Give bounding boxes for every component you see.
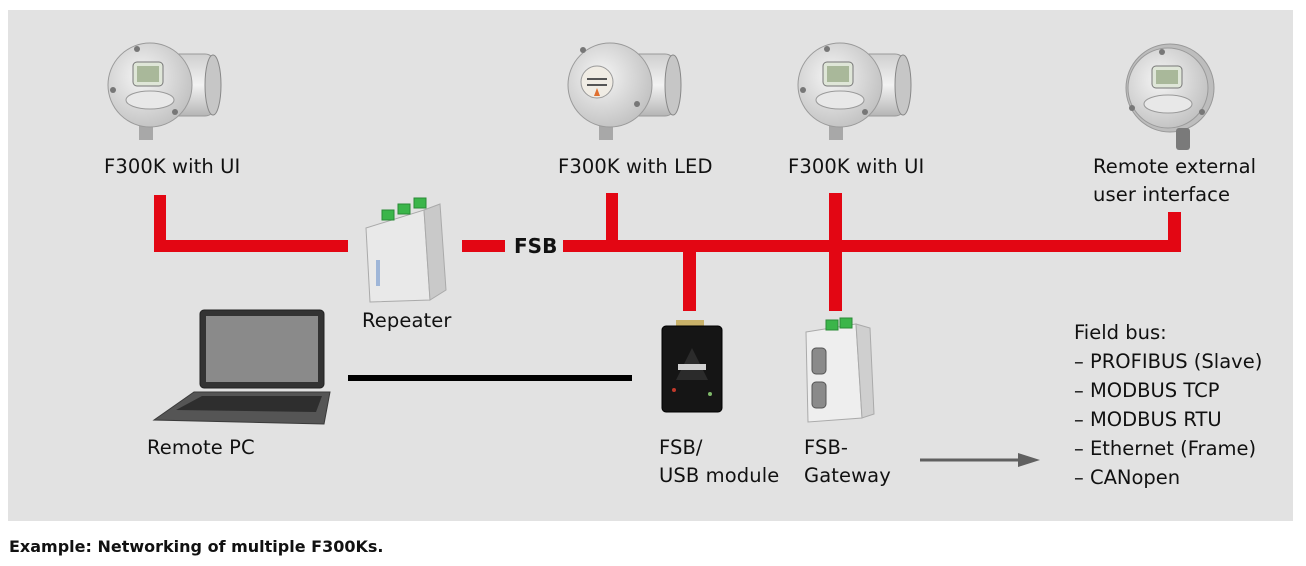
device-label-remote-ui-line2: user interface: [1093, 183, 1231, 206]
figure-caption: Example: Networking of multiple F300Ks.: [9, 537, 384, 556]
device-label-f300k-ui-right: F300K with UI: [788, 155, 925, 178]
bus-drop-f300k-ui-left: [154, 195, 166, 252]
device-label-repeater: Repeater: [362, 309, 452, 332]
fieldbus-title: Field bus:: [1074, 321, 1167, 344]
bus-segment-main: [563, 240, 1181, 252]
device-label-gateway-line2: Gateway: [804, 464, 891, 487]
remote-display-icon: [1125, 43, 1215, 150]
sensor-with-display-icon: [107, 42, 222, 140]
fieldbus-item: – MODBUS RTU: [1074, 408, 1222, 431]
device-label-remote-ui-line1: Remote external: [1093, 155, 1257, 178]
laptop-icon: [152, 309, 331, 425]
device-label-usb-module-line1: FSB/: [659, 436, 703, 459]
din-rail-module-icon: [365, 197, 447, 303]
bus-drop-usb-module: [683, 250, 696, 311]
sensor-with-led-icon: [567, 42, 682, 140]
device-label-usb-module-line2: USB module: [659, 464, 780, 487]
gateway-module-icon: [805, 317, 875, 423]
device-label-f300k-ui-left: F300K with UI: [104, 155, 241, 178]
fieldbus-list: Field bus: – PROFIBUS (Slave) – MODBUS T…: [1074, 318, 1262, 492]
bus-drop-remote-ui: [1168, 212, 1181, 252]
bus-label: FSB: [514, 234, 558, 258]
bus-segment-left: [154, 240, 348, 252]
arrow-right-icon: [920, 453, 1040, 467]
bus-drop-f300k-led: [606, 193, 618, 243]
usb-module-icon: [661, 320, 723, 413]
fieldbus-item: – Ethernet (Frame): [1074, 437, 1257, 460]
fieldbus-item: – PROFIBUS (Slave): [1074, 350, 1263, 373]
bus-drop-f300k-ui-right-and-gateway: [829, 193, 842, 311]
bus-segment-middle: [462, 240, 505, 252]
device-label-gateway-line1: FSB-: [804, 436, 849, 459]
sensor-with-display-icon: [797, 42, 912, 140]
fieldbus-item: – CANopen: [1074, 466, 1181, 489]
device-label-f300k-led: F300K with LED: [558, 155, 713, 178]
usb-link-line: [348, 375, 632, 381]
fieldbus-item: – MODBUS TCP: [1074, 379, 1220, 402]
device-label-remote-pc: Remote PC: [147, 436, 255, 459]
